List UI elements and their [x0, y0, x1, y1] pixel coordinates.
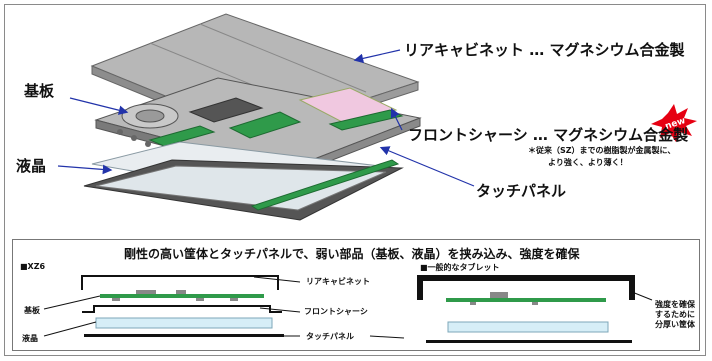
thick-case-note-2: するために [655, 310, 695, 319]
new-badge-icon [651, 104, 697, 142]
cross-section-panel [12, 239, 700, 351]
exploded-view [57, 13, 697, 221]
label-board: 基板 [24, 82, 55, 100]
xz6-title: ■XZ6 [20, 262, 46, 271]
label-touch-panel: タッチパネル [476, 182, 567, 200]
label-front-chassis: フロントシャーシ … マグネシウム合金製 [408, 126, 689, 144]
note-line-1: ＊従来（SZ）までの樹脂製が金属製に、 [528, 146, 676, 155]
cross-section-heading: 剛性の高い筐体とタッチパネルで、弱い部品（基板、液晶）を挟み込み、強度を確保 [124, 247, 580, 261]
outer-frame [4, 4, 706, 356]
lcd-caption: 液晶 [22, 334, 38, 343]
touch-panel-caption: タッチパネル [306, 332, 354, 341]
thick-case-note-1: 強度を確保 [655, 300, 695, 309]
generic-tablet-title: ■一般的なタブレット [420, 263, 500, 272]
thick-case-note-3: 分厚い筐体 [655, 320, 695, 329]
label-lcd: 液晶 [16, 157, 47, 175]
label-rear-cabinet: リアキャビネット … マグネシウム合金製 [404, 41, 685, 59]
front-chassis-caption: フロントシャーシ [304, 307, 368, 316]
board-caption: 基板 [24, 306, 40, 315]
note-line-2: より強く、より薄く！ [548, 158, 628, 167]
touch-panel-illustration [83, 159, 404, 221]
rear-cabinet-caption: リアキャビネット [306, 277, 370, 286]
